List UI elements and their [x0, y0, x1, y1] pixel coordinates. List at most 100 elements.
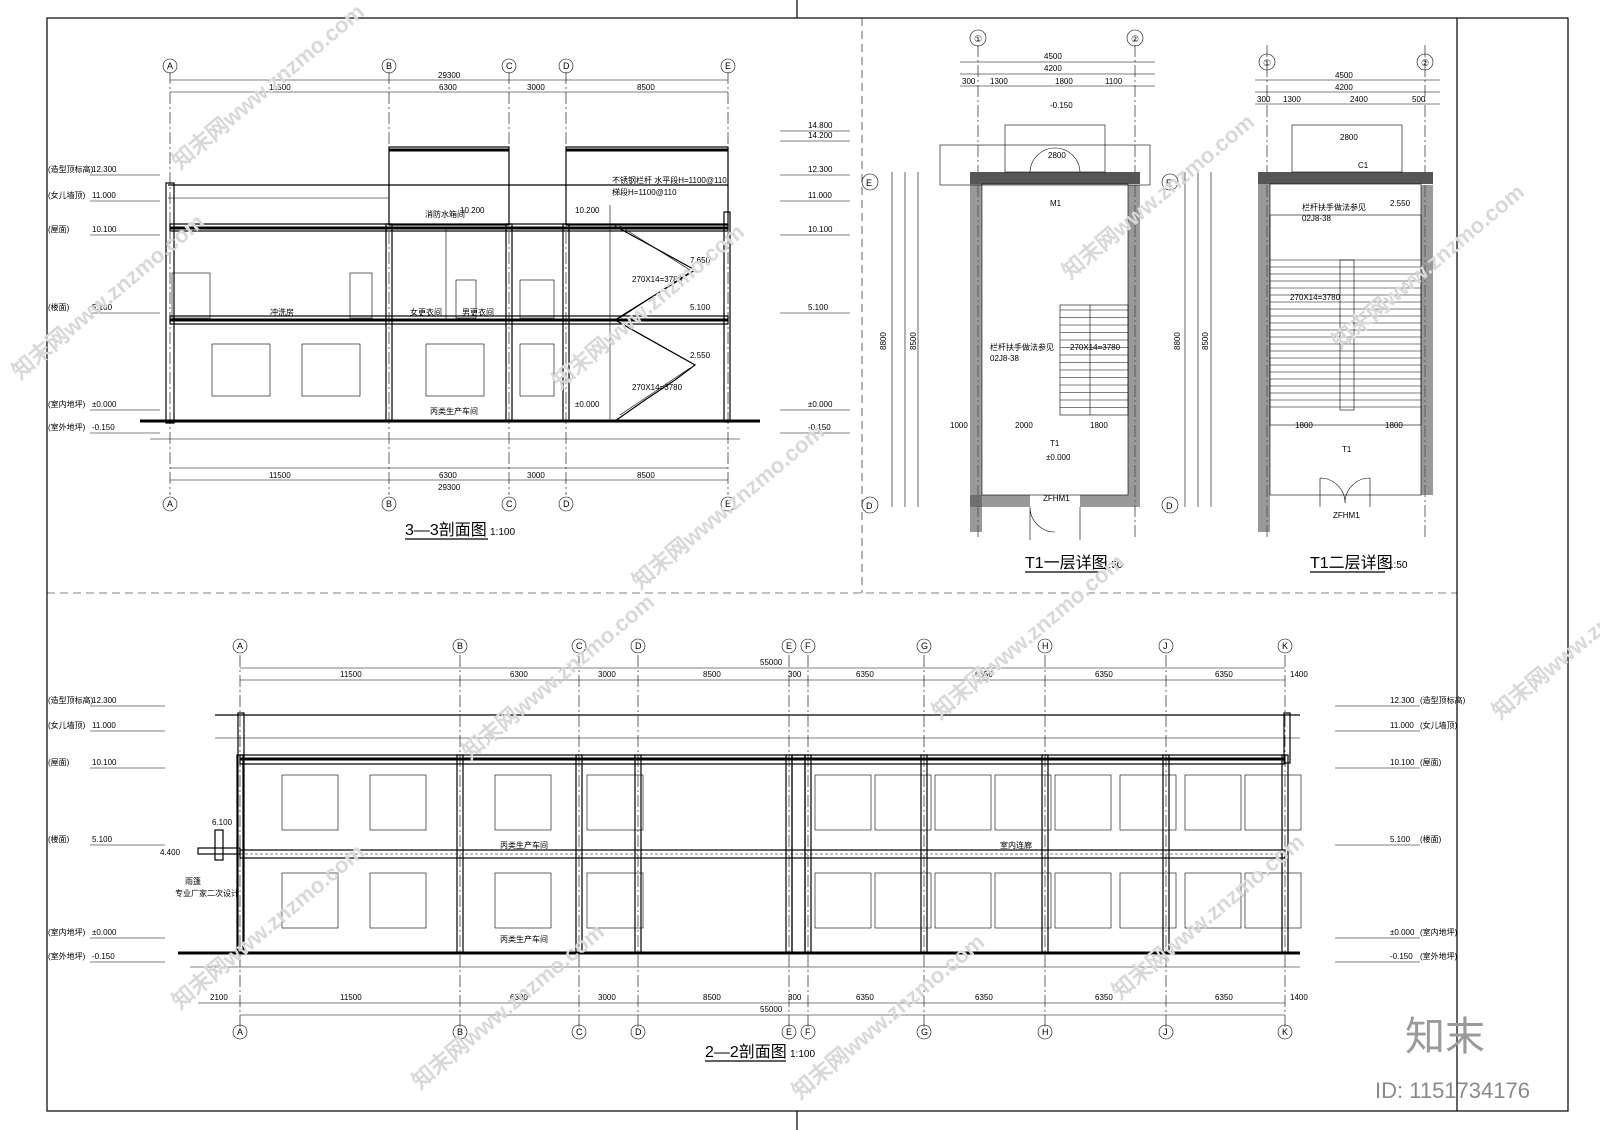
- dim: 55000: [760, 1005, 783, 1014]
- dim: 6350: [1095, 993, 1113, 1002]
- stair-note: 270X14=3780: [632, 383, 683, 392]
- dim: 1000: [950, 421, 968, 430]
- axis-bubble: [1277, 638, 1293, 654]
- level: -0.150: [1050, 101, 1073, 110]
- level: 2.550: [1390, 199, 1411, 208]
- level: ±0.000: [1046, 453, 1071, 462]
- level-tag: (造型顶标高): [48, 164, 94, 174]
- axis-label: ①: [974, 34, 982, 44]
- stair-note: 梯段H=1100@110: [612, 187, 677, 197]
- dim: 8800: [1173, 332, 1182, 350]
- level-tag: (女儿墙顶): [48, 190, 86, 200]
- stair-label: T1: [1050, 439, 1060, 448]
- axis-label: ②: [1131, 34, 1139, 44]
- level-value: 7.650: [690, 256, 711, 265]
- room-label: 冲洗房: [270, 307, 294, 317]
- watermark-text: 知末网www.znzmo.com: [1107, 829, 1309, 1004]
- axis-label: A: [237, 1027, 243, 1037]
- dim: 11500: [269, 471, 291, 480]
- stair-note: 不锈钢栏杆 水平段H=1100@110: [612, 175, 727, 185]
- dim: 8500: [909, 332, 918, 350]
- watermark-text: 知末网www.znzmo.com: [457, 589, 659, 764]
- sheet-border: [46, 17, 1569, 1112]
- stair-note: 270X14=3780: [632, 275, 683, 284]
- axis-bubble: [1158, 1024, 1174, 1040]
- dim: 300: [962, 77, 976, 86]
- level-value: 11.000: [1390, 721, 1414, 730]
- dim: 1800: [1055, 77, 1073, 86]
- note: 雨篷: [185, 876, 201, 886]
- dim: 1400: [1290, 670, 1308, 679]
- level-tag: (楼面): [48, 302, 70, 312]
- dim: 6350: [856, 670, 874, 679]
- axis-bubble: [1158, 638, 1174, 654]
- level-value: -0.150: [92, 952, 115, 961]
- axis-label: C: [506, 499, 513, 509]
- dim: 8500: [1201, 332, 1210, 350]
- level-tag: (室内地坪): [48, 927, 86, 937]
- dim: 1300: [990, 77, 1008, 86]
- axis-bubble: [781, 1024, 797, 1040]
- dim: 300: [788, 993, 802, 1002]
- watermark-text: 知末网www.znzmo.com: [167, 0, 369, 174]
- axis-label: ①: [1263, 58, 1271, 68]
- axis-bubble: [916, 638, 932, 654]
- dim: 500: [1412, 95, 1426, 104]
- room-label: 丙类生产车间: [500, 840, 548, 850]
- scale-label: 1:50: [1103, 560, 1123, 571]
- note: 栏杆扶手做法参见: [1302, 202, 1366, 212]
- dim: 1800: [1090, 421, 1108, 430]
- axis-label: H: [1042, 641, 1049, 651]
- axis-label: E: [725, 61, 731, 71]
- axis-label: E: [786, 1027, 792, 1037]
- axis-bubble: [558, 496, 574, 512]
- axis-label: C: [576, 1027, 583, 1037]
- level-tag: (造型顶标高): [1420, 695, 1466, 705]
- axis-label: A: [167, 499, 173, 509]
- level-value: 5.100: [92, 835, 113, 844]
- room-label: 丙类生产车间: [500, 934, 548, 944]
- dim: 1800: [1295, 421, 1313, 430]
- axis-label: G: [921, 1027, 928, 1037]
- dim: 6300: [510, 993, 528, 1002]
- dim: 6350: [1095, 670, 1113, 679]
- dim: 6300: [510, 670, 528, 679]
- level-value: 10.100: [92, 225, 117, 234]
- dim: 8800: [879, 332, 888, 350]
- level-tag: (楼面): [48, 834, 70, 844]
- section-2-2: AABBCCDDEEFFGGHHJJKK11500115006300630030…: [48, 638, 1466, 1062]
- dim: 6350: [1215, 993, 1233, 1002]
- axis-bubble: [630, 1024, 646, 1040]
- dim: 11500: [269, 83, 291, 92]
- level-tag: (室外地坪): [1420, 951, 1458, 961]
- level-value: 10.100: [808, 225, 833, 234]
- watermark-text: 知末网www.znzmo.com: [927, 549, 1129, 724]
- watermark-text: 知末网www.znzmo.com: [787, 929, 989, 1104]
- level-value: 5.100: [1390, 835, 1411, 844]
- section-3-3: AABBCCDDEE115001150063006300300030008500…: [48, 58, 850, 540]
- dim: 6300: [439, 471, 457, 480]
- dim: 300: [1257, 95, 1271, 104]
- dim: 8500: [703, 670, 721, 679]
- level-tag: (造型顶标高): [48, 695, 94, 705]
- level-value: 12.300: [1390, 696, 1415, 705]
- axis-label: K: [1282, 1027, 1288, 1037]
- axis-label: G: [921, 641, 928, 651]
- t1-second-floor-detail: ① ② 4500 4200 300 1300 2400 500 270X14=3…: [1161, 45, 1440, 573]
- dim: 6350: [1215, 670, 1233, 679]
- level-value: 10.100: [1390, 758, 1415, 767]
- level-value: 5.100: [808, 303, 829, 312]
- door-label: M1: [1050, 199, 1062, 208]
- axis-label: E: [866, 178, 872, 188]
- level-value: ±0.000: [808, 400, 833, 409]
- axis-bubble: [781, 638, 797, 654]
- axis-label: B: [457, 641, 463, 651]
- dim: 4500: [1044, 52, 1062, 61]
- watermark-text: 知末网www.znzmo.com: [547, 219, 749, 394]
- axis-label: D: [866, 501, 873, 511]
- level-tag: (楼面): [1420, 834, 1442, 844]
- dim: 11500: [340, 993, 362, 1002]
- section-3-3-title: 3—3剖面图: [405, 521, 487, 539]
- watermark-text: 知末网www.znzmo.com: [1487, 549, 1600, 724]
- level-value: -0.150: [808, 423, 831, 432]
